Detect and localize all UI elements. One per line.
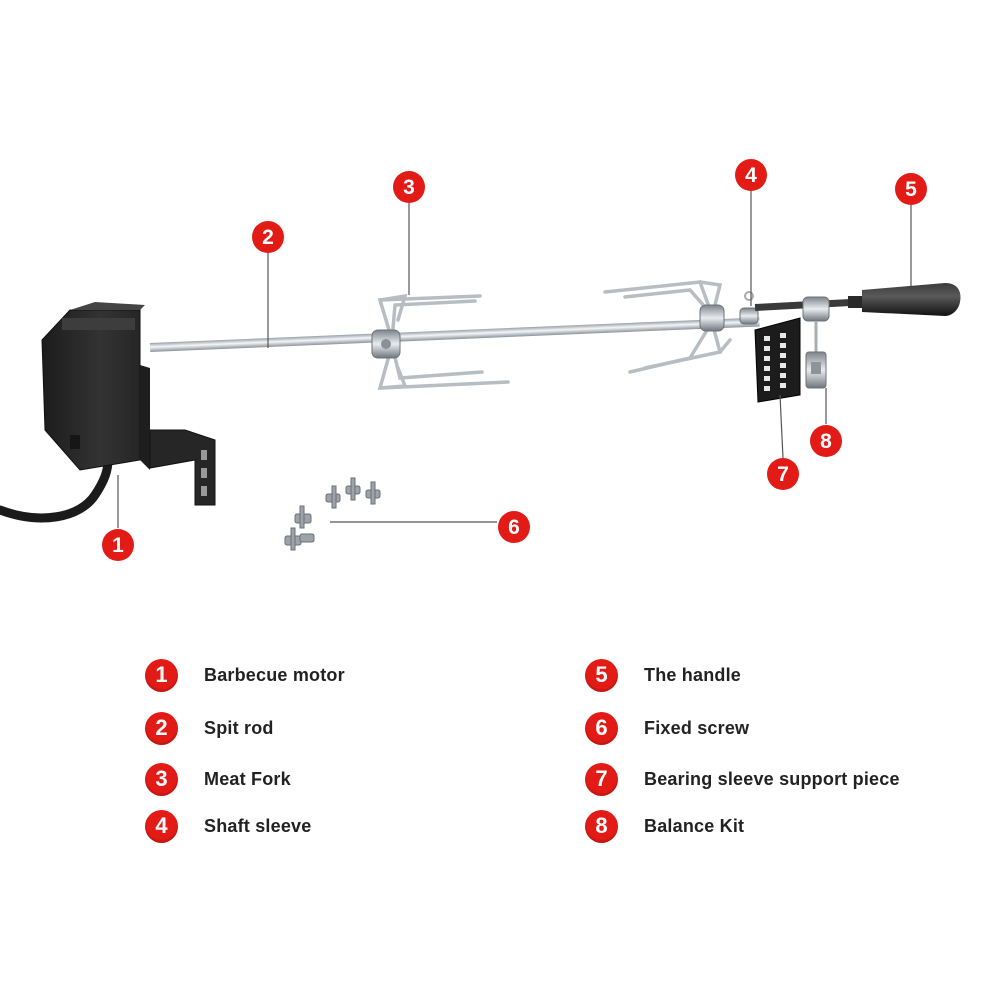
rotisserie-diagram: 1 2 3 4 5 6 7 8 (0, 159, 961, 561)
legend-badge-4: 4 (145, 809, 178, 843)
spit-rod (149, 317, 760, 352)
callout-badge-3: 3 (393, 171, 425, 203)
legend-label-7: Bearing sleeve support piece (644, 768, 900, 789)
legend-label-5: The handle (644, 664, 742, 685)
barbecue-motor (41, 302, 216, 506)
legend-label-2: Spit rod (204, 717, 274, 738)
svg-text:5: 5 (905, 178, 917, 201)
svg-text:4: 4 (745, 164, 757, 187)
legend-item-5: 5 The handle (585, 657, 741, 693)
callout-badge-5: 5 (895, 173, 927, 205)
screw-6 (299, 533, 315, 543)
svg-text:1: 1 (112, 534, 124, 557)
legend-label-8: Balance Kit (644, 815, 745, 836)
screw-5 (284, 527, 302, 551)
legend-label-1: Barbecue motor (204, 664, 345, 685)
svg-text:8: 8 (820, 430, 832, 453)
legend-item-2: 2 Spit rod (145, 710, 274, 746)
leader-lines (117, 191, 912, 528)
legend-item-6: 6 Fixed screw (585, 710, 749, 746)
legend-badge-6: 6 (585, 711, 618, 745)
svg-text:7: 7 (777, 463, 789, 486)
legend-item-8: 8 Balance Kit (585, 808, 744, 844)
svg-text:2: 2 (262, 226, 274, 249)
callout-badge-6: 6 (498, 511, 530, 543)
legend-badge-5: 5 (585, 658, 618, 692)
fork-collar-right (699, 304, 725, 332)
legend-badge-7: 7 (585, 762, 618, 796)
callout-badge-8: 8 (810, 425, 842, 457)
callout-badge-2: 2 (252, 221, 284, 253)
leader-line-7 (779, 394, 784, 459)
bearing-support-plate (754, 317, 801, 403)
svg-text:6: 6 (508, 516, 520, 539)
screw-3 (365, 481, 381, 505)
legend-item-7: 7 Bearing sleeve support piece (585, 761, 900, 797)
callout-badge-4: 4 (735, 159, 767, 191)
handle (848, 283, 961, 316)
legend-item-1: 1 Barbecue motor (145, 657, 345, 693)
mounting-bracket (149, 429, 216, 506)
screw-1 (325, 485, 341, 509)
legend-badge-8: 8 (585, 809, 618, 843)
legend-item-3: 3 Meat Fork (145, 761, 291, 797)
legend-badge-2: 2 (145, 711, 178, 745)
svg-text:3: 3 (403, 176, 415, 199)
callout-badge-1: 1 (102, 529, 134, 561)
screw-4 (294, 505, 312, 529)
fixed-screws (284, 477, 381, 551)
screw-2 (345, 477, 361, 501)
legend-label-3: Meat Fork (204, 768, 291, 789)
balance-kit (802, 296, 830, 389)
shaft-sleeve (739, 291, 759, 325)
legend-badge-3: 3 (145, 762, 178, 796)
legend-badge-1: 1 (145, 658, 178, 692)
meat-fork-right (603, 280, 732, 374)
legend-label-6: Fixed screw (644, 717, 750, 738)
power-cord (0, 455, 113, 523)
legend-label-4: Shaft sleeve (204, 815, 312, 836)
callout-badge-7: 7 (767, 458, 799, 490)
legend-item-4: 4 Shaft sleeve (145, 808, 311, 844)
